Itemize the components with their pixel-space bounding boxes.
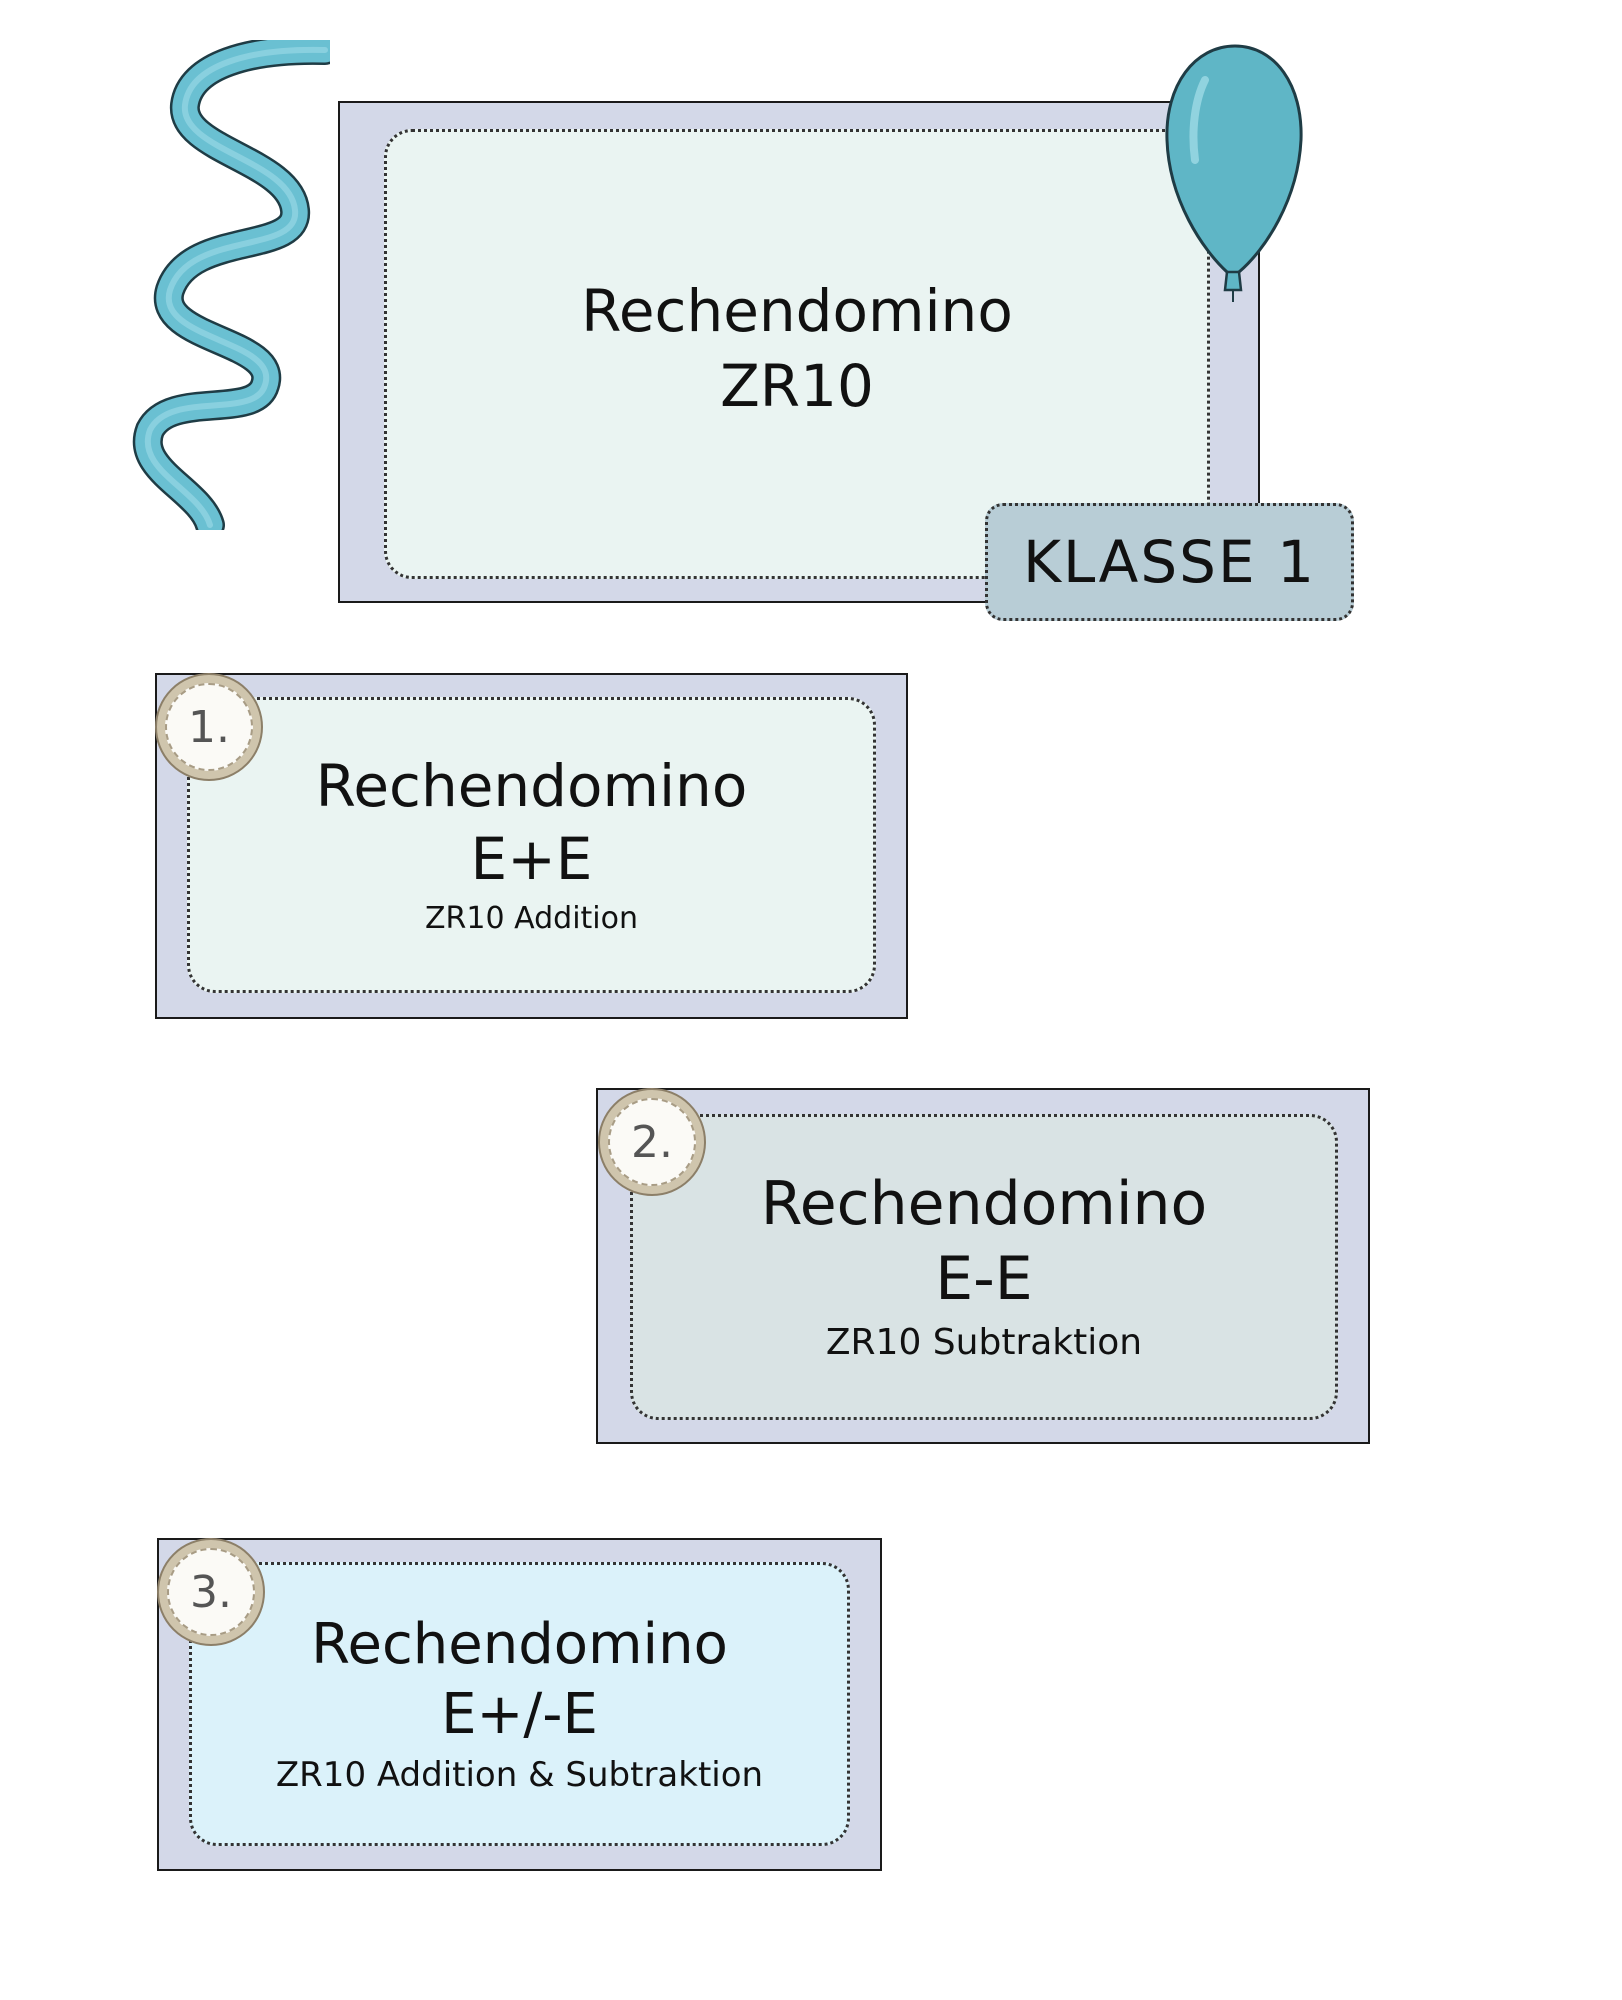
- number-badge-2: 2.: [598, 1088, 706, 1196]
- card-1-operation: E+E: [470, 824, 593, 893]
- card-3-description: ZR10 Addition & Subtraktion: [275, 1754, 764, 1795]
- number-badge-2-label: 2.: [608, 1098, 696, 1186]
- domino-card-2-inner: Rechendomino E-E ZR10 Subtraktion: [630, 1114, 1338, 1420]
- ribbon-icon: [132, 40, 330, 530]
- domino-card-1-inner: Rechendomino E+E ZR10 Addition: [187, 697, 876, 993]
- grade-label: KLASSE 1: [1023, 528, 1316, 596]
- cover-card-inner: Rechendomino ZR10: [384, 129, 1210, 579]
- domino-card-3: Rechendomino E+/-E ZR10 Addition & Subtr…: [157, 1538, 882, 1871]
- card-2-description: ZR10 Subtraktion: [825, 1322, 1143, 1364]
- card-1-description: ZR10 Addition: [425, 901, 638, 937]
- number-badge-3: 3.: [157, 1538, 265, 1646]
- domino-card-3-inner: Rechendomino E+/-E ZR10 Addition & Subtr…: [189, 1562, 850, 1846]
- cover-title: Rechendomino: [581, 277, 1013, 346]
- card-2-title: Rechendomino: [760, 1169, 1208, 1240]
- balloon-icon: [1165, 44, 1303, 302]
- number-badge-1: 1.: [155, 673, 263, 781]
- card-3-operation: E+/-E: [441, 1682, 598, 1748]
- cover-card: Rechendomino ZR10: [338, 101, 1260, 603]
- cover-subtitle: ZR10: [720, 352, 874, 420]
- number-badge-3-label: 3.: [167, 1548, 255, 1636]
- card-3-title: Rechendomino: [311, 1612, 728, 1678]
- number-badge-1-label: 1.: [165, 683, 253, 771]
- card-2-operation: E-E: [935, 1244, 1033, 1315]
- domino-card-1: Rechendomino E+E ZR10 Addition 1.: [155, 673, 908, 1019]
- card-1-title: Rechendomino: [315, 752, 748, 821]
- grade-tag: KLASSE 1: [985, 503, 1354, 621]
- domino-card-2: Rechendomino E-E ZR10 Subtraktion 2.: [596, 1088, 1370, 1444]
